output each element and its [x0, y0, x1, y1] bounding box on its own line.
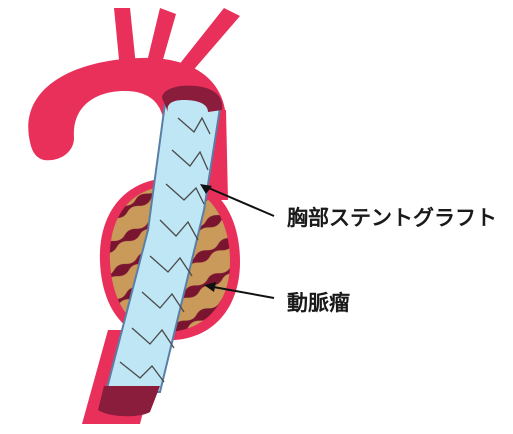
- stent-graft-pointer: [203, 185, 275, 217]
- stent-graft: [98, 85, 223, 417]
- stent-graft-top-cuff: [162, 85, 223, 112]
- aneurysm-pointer-head: [204, 282, 216, 292]
- callout-arrows: [200, 184, 275, 299]
- branch-arteries: [114, 8, 240, 74]
- branch-artery-right: [178, 8, 240, 74]
- stent-graft-pointer-head: [200, 184, 212, 194]
- stent-graft-bottom-cuff: [98, 386, 160, 417]
- branch-artery-left: [114, 8, 136, 70]
- stent-zigzag-wires: [119, 116, 211, 383]
- aneurysm-pointer: [207, 285, 275, 299]
- branch-artery-middle: [146, 8, 176, 70]
- stent-graft-label: 胸部ステントグラフト: [287, 206, 497, 230]
- aneurysm-label: 動脈瘤: [287, 291, 350, 315]
